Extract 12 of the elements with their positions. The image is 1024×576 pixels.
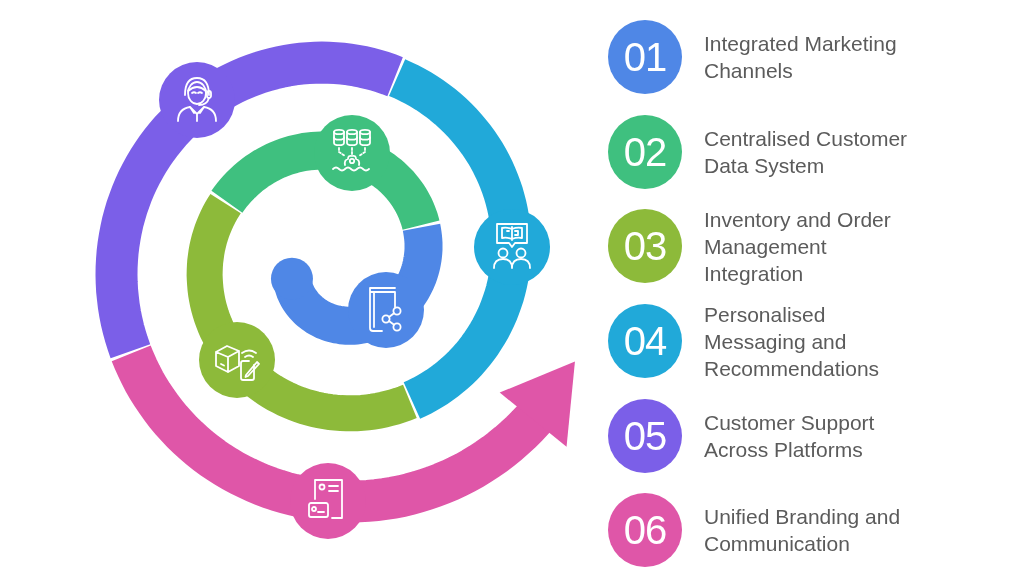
step-number-circle: 04 <box>608 304 682 378</box>
step-number-circle: 02 <box>608 115 682 189</box>
step-description: Personalised Messaging and Recommendations <box>704 301 881 382</box>
step-number-circle: 01 <box>608 20 682 94</box>
step-description: Integrated Marketing Channels <box>704 31 898 84</box>
step-number-circle: 05 <box>608 399 682 473</box>
step-number-circle: 06 <box>608 493 682 567</box>
step-description: Centralised Customer Data System <box>704 126 909 179</box>
step-description: Unified Branding and Communication <box>704 504 902 557</box>
step-description: Customer Support Across Platforms <box>704 410 876 463</box>
step-number-circle: 03 <box>608 209 682 283</box>
step-description: Inventory and Order Management Integration <box>704 206 892 287</box>
